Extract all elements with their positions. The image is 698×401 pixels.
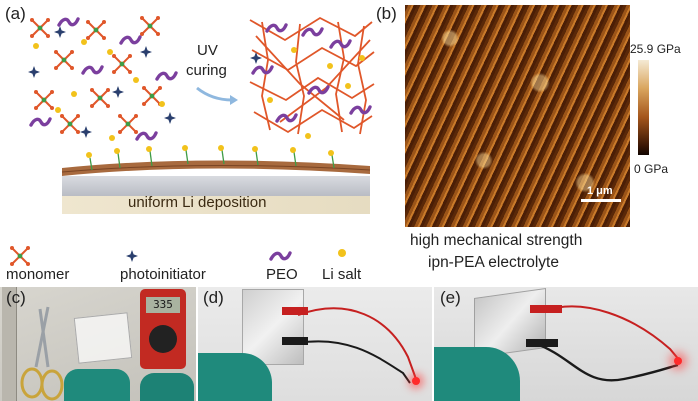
photo-d-led-flat (198, 287, 432, 401)
peo-icon (269, 251, 292, 261)
legend-monomer-label: monomer (6, 266, 70, 283)
schematic-illustration (9, 15, 375, 267)
monomer-icon (9, 245, 31, 267)
panel-c-label: (c) (6, 288, 26, 307)
panel-b-label: (b) (376, 4, 397, 23)
gloved-hand-right (140, 373, 194, 401)
li-metal-substrate (62, 176, 370, 196)
scissors (20, 306, 64, 401)
photo-e-led-bent (434, 287, 698, 401)
legend-photoinitiator-label: photoinitiator (120, 266, 206, 283)
legend-peo-label: PEO (266, 266, 298, 283)
gloved-hand (198, 353, 272, 401)
electrolyte-layer (61, 160, 371, 176)
multimeter: 335 (140, 289, 186, 369)
precursor-mixture (28, 15, 178, 141)
afm-modulus-map: 1 μm (405, 5, 630, 227)
led-lit (674, 357, 682, 365)
deposition-label: uniform Li deposition (128, 194, 267, 211)
scale-bar (581, 199, 621, 202)
photoinitiator-icon (126, 250, 138, 262)
wires (282, 307, 417, 384)
color-scale-bar (638, 60, 649, 155)
photo-c-flexible-electrolyte-test: 335 (0, 287, 196, 401)
uv-label-line2: curing (186, 62, 227, 79)
uv-label-line1: UV (197, 42, 218, 59)
led-lit (412, 377, 420, 385)
multimeter-display: 335 (146, 297, 180, 313)
panel-a-label: (a) (5, 4, 26, 23)
multimeter-dial (149, 325, 177, 353)
legend-li-salt-label: Li salt (322, 266, 362, 283)
afm-caption-line2: ipn-PEA electrolyte (428, 254, 559, 271)
gloved-hand (434, 347, 520, 401)
scale-min-label: 0 GPa (634, 162, 669, 176)
uv-arrow (196, 86, 233, 102)
scale-max-label: 25.9 GPa (630, 42, 681, 56)
pouch-cell (242, 289, 304, 365)
li-salt-icon (338, 249, 346, 257)
gloved-hand (64, 369, 130, 401)
electrolyte-film (73, 312, 133, 364)
afm-caption-line1: high mechanical strength (410, 232, 583, 249)
ruler (2, 287, 17, 401)
scale-bar-label: 1 μm (587, 185, 613, 197)
cured-network (249, 16, 375, 135)
panel-d-label: (d) (203, 288, 224, 307)
li-ions-on-surface (86, 145, 335, 171)
wires (526, 305, 681, 382)
deposition-layer (62, 196, 370, 214)
panel-e-label: (e) (440, 288, 461, 307)
